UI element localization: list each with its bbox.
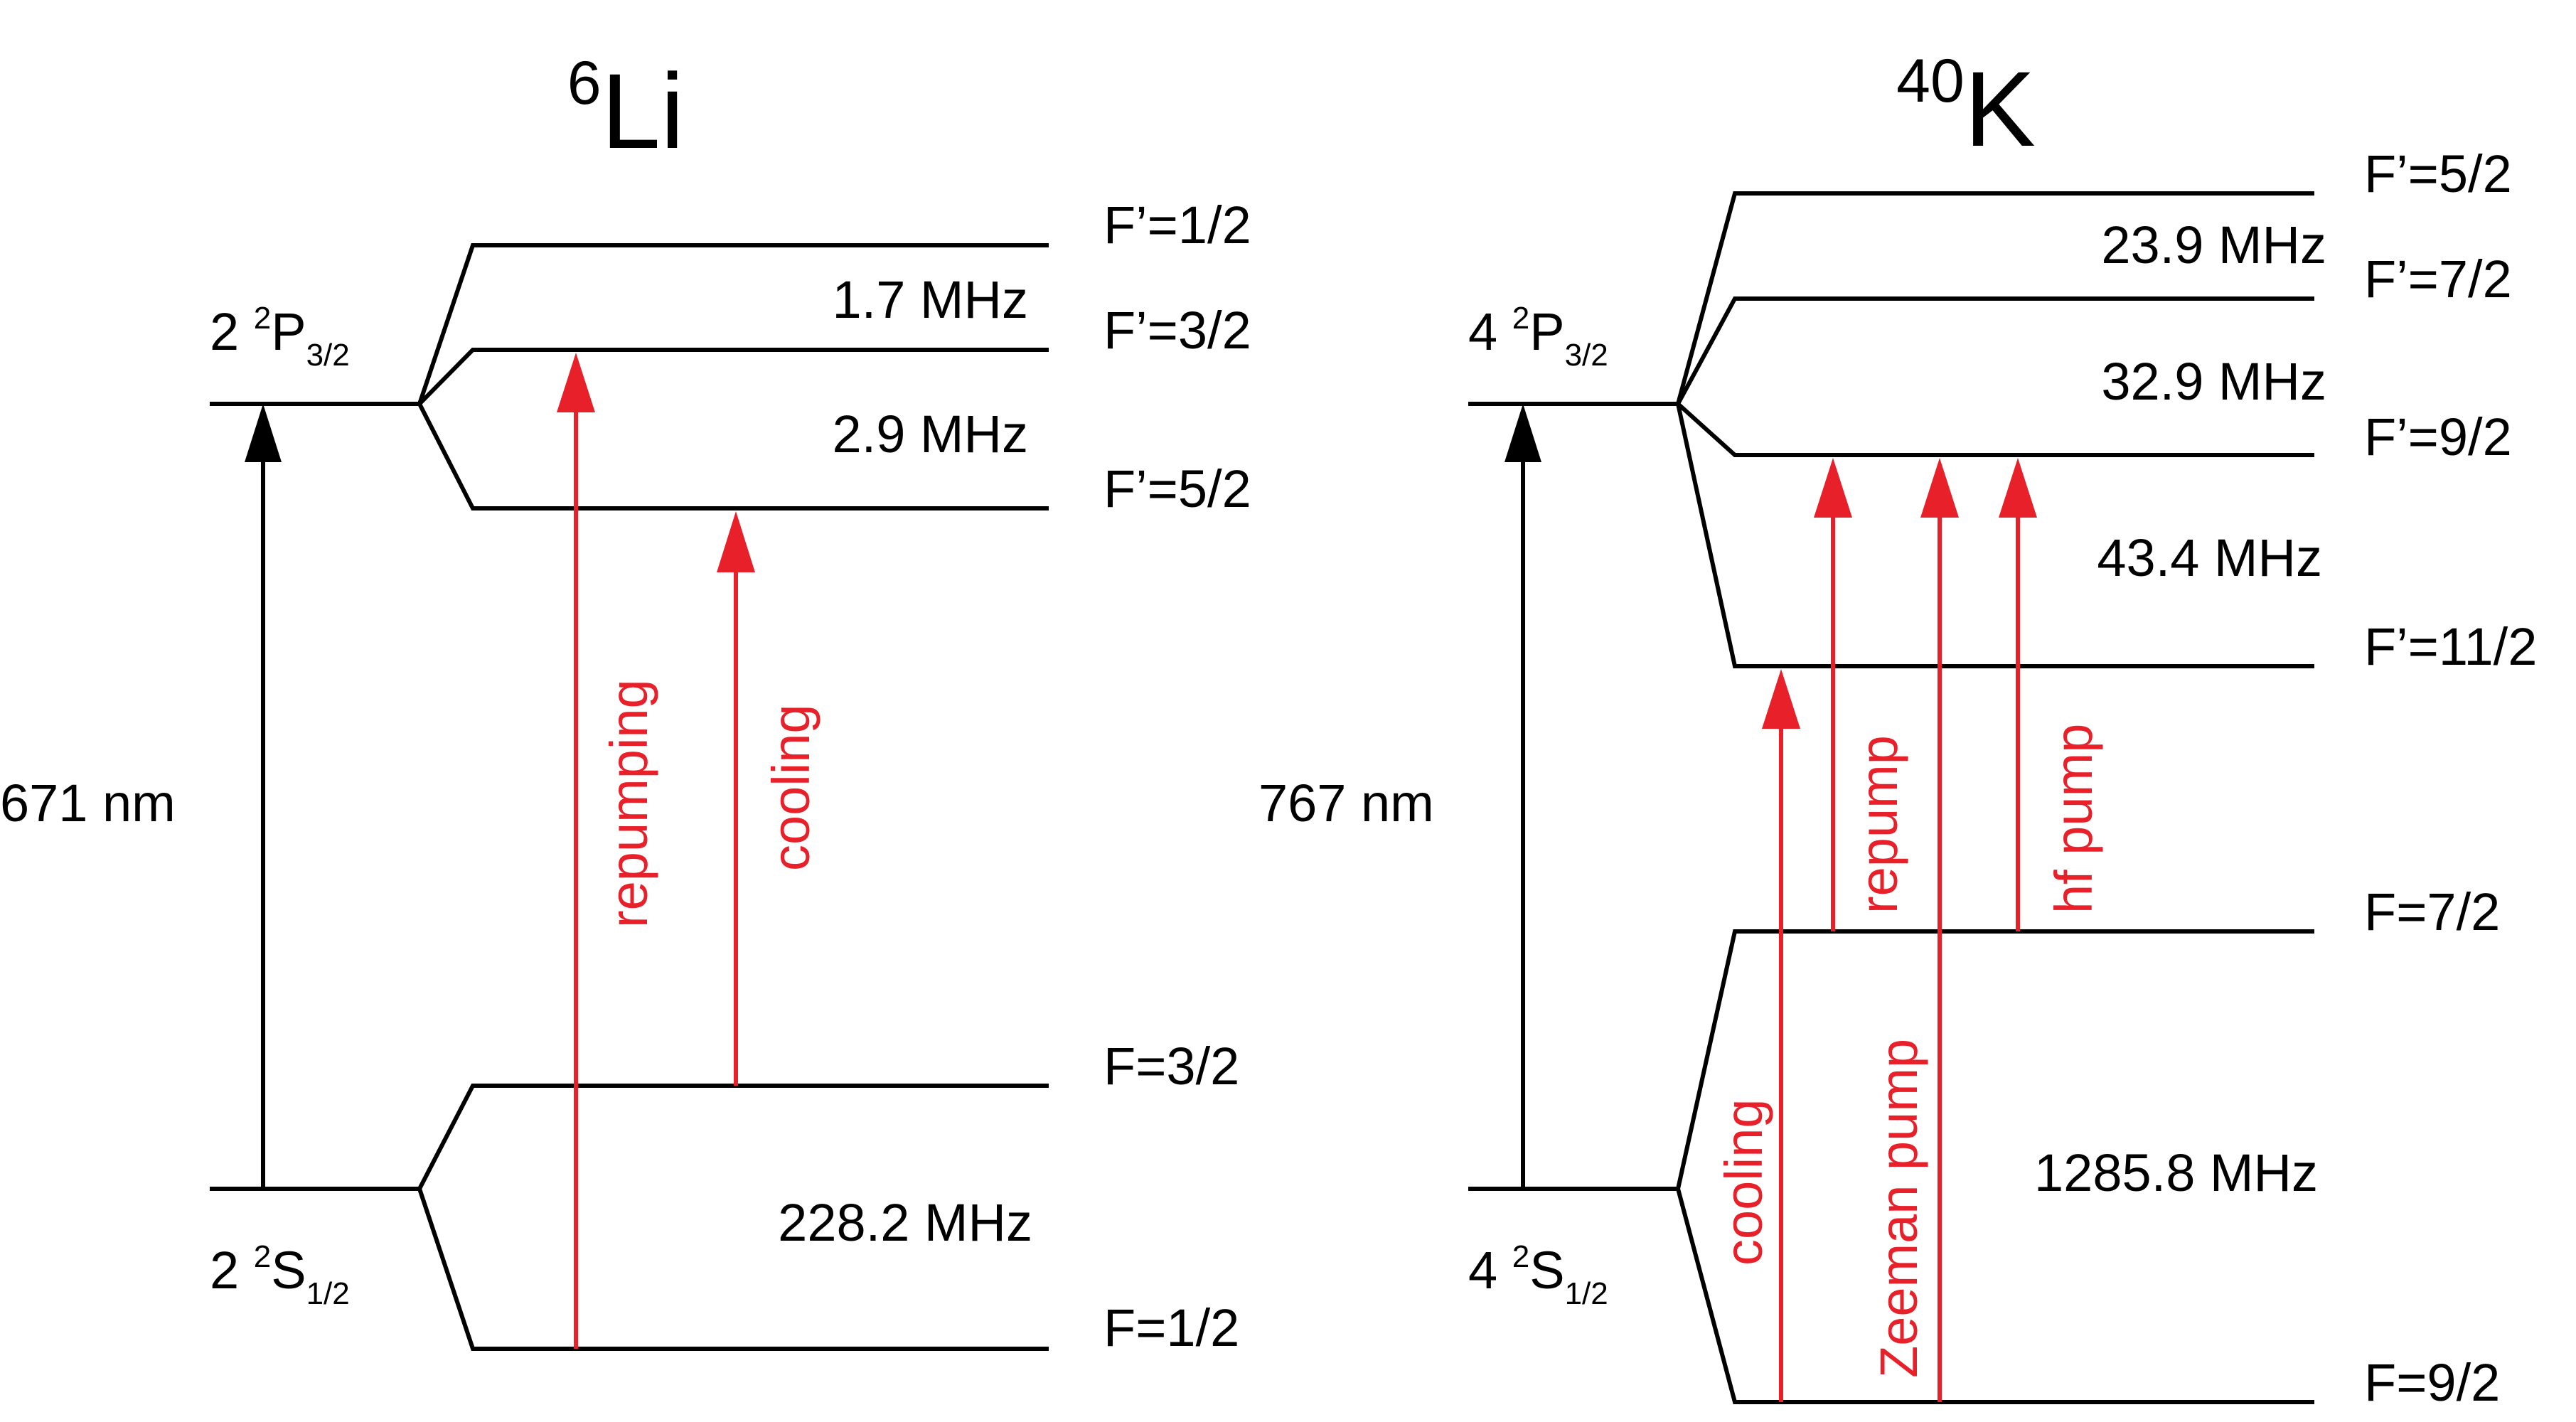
k-cooling-label: cooling: [1714, 1098, 1773, 1266]
k-repump-arrowhead: [1814, 458, 1852, 518]
k-zeeman-pump-arrowhead: [1920, 458, 1959, 518]
k-zeeman-pump-label: Zeeman pump: [1869, 1039, 1928, 1378]
li-repumping-arrowhead: [557, 353, 595, 412]
li-level-f3-2-prime: [417, 348, 1049, 406]
k-level-f9-2-prime: [1676, 402, 2314, 457]
li-level-f1-2: [417, 1188, 1049, 1351]
k-splitting-1: 23.9 MHz: [2101, 215, 2326, 274]
li-wavelength: 671 nm: [0, 774, 176, 833]
k-splitting-4: 1285.8 MHz: [2034, 1143, 2318, 1202]
li-panel: 6Li 2 2P3/2 2 2S1/2 671 nm F’=1/2 F’=3/2…: [0, 49, 1251, 1357]
li-level-label-f1-2: F=1/2: [1103, 1298, 1239, 1357]
li-level-label-f1-2-prime: F’=1/2: [1103, 196, 1251, 255]
li-level-f5-2-prime: [417, 402, 1049, 510]
k-level-label-f11-2-prime: F’=11/2: [2364, 617, 2537, 676]
k-level-f9-2: [1676, 1188, 2314, 1404]
k-repump-label: repump: [1849, 735, 1908, 914]
k-level-f5-2-prime: [1676, 191, 2314, 405]
li-splitting-1: 1.7 MHz: [832, 270, 1028, 329]
li-cooling-label: cooling: [761, 704, 821, 871]
li-cooling-arrowhead: [717, 511, 755, 572]
li-excited-label: 2 2P3/2: [210, 301, 350, 373]
li-level-f1-2-prime: [417, 243, 1049, 405]
k-ground-label: 4 2S1/2: [1468, 1239, 1608, 1311]
k-hf-pump-label: hf pump: [2044, 724, 2103, 914]
k-hf-pump-arrowhead: [1999, 458, 2037, 518]
k-level-label-f5-2-prime: F’=5/2: [2364, 144, 2512, 203]
k-title: 40K: [1896, 47, 2036, 169]
k-level-label-f9-2-prime: F’=9/2: [2364, 407, 2512, 466]
li-repumping-label: repumping: [599, 679, 658, 928]
k-splitting-3: 43.4 MHz: [2097, 528, 2322, 587]
k-splitting-2: 32.9 MHz: [2101, 352, 2326, 411]
k-optical-arrowhead: [1505, 404, 1541, 462]
k-level-label-f9-2: F=9/2: [2364, 1353, 2500, 1412]
li-level-label-f3-2: F=3/2: [1103, 1037, 1239, 1096]
li-title: 6Li: [567, 49, 685, 171]
k-wavelength: 767 nm: [1258, 774, 1434, 833]
k-level-f7-2: [1676, 929, 2314, 1190]
k-cooling-arrowhead: [1762, 669, 1800, 729]
li-level-label-f5-2-prime: F’=5/2: [1103, 459, 1251, 518]
li-splitting-3: 228.2 MHz: [778, 1193, 1032, 1252]
li-ground-label: 2 2S1/2: [210, 1239, 350, 1311]
li-level-f3-2: [417, 1084, 1049, 1190]
k-excited-label: 4 2P3/2: [1468, 301, 1608, 373]
k-level-label-f7-2-prime: F’=7/2: [2364, 250, 2512, 309]
k-level-f7-2-prime: [1676, 296, 2314, 405]
li-level-label-f3-2-prime: F’=3/2: [1103, 301, 1251, 360]
k-level-label-f7-2: F=7/2: [2364, 882, 2500, 941]
k-level-f11-2-prime: [1676, 403, 2314, 668]
k-panel: 40K 4 2P3/2 4 2S1/2 767 nm F’=5/2 F’=7/2…: [1258, 47, 2537, 1412]
li-optical-arrowhead: [245, 404, 282, 462]
li-splitting-2: 2.9 MHz: [832, 405, 1028, 464]
